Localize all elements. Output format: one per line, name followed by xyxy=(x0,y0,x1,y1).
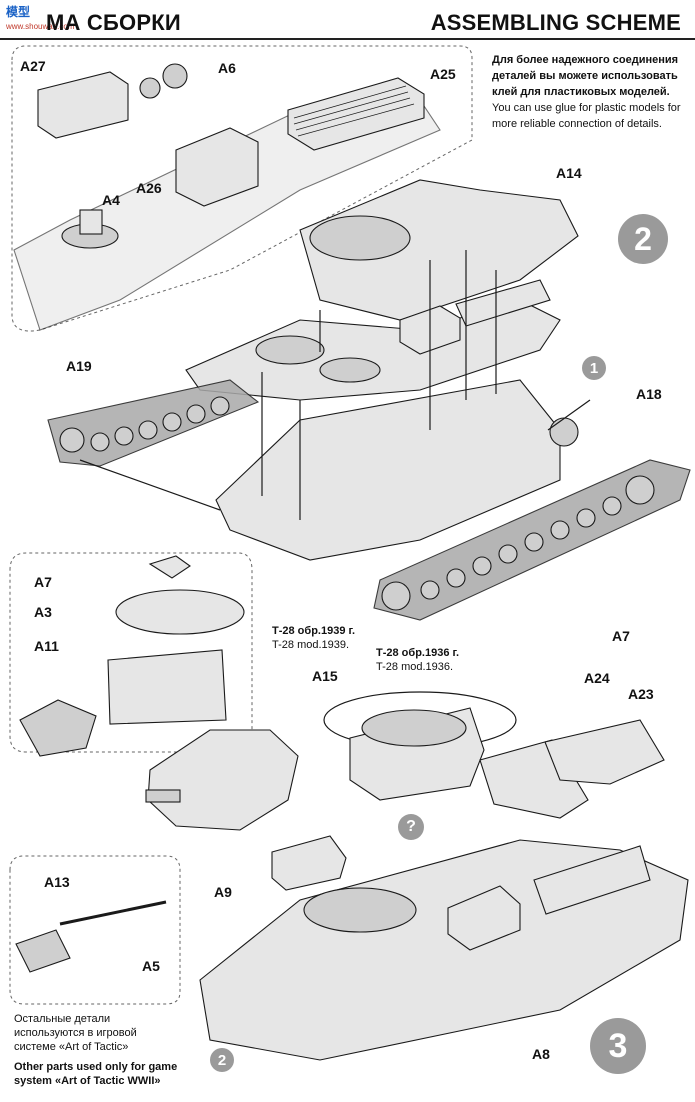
label-a25: A25 xyxy=(430,66,456,82)
glue-note-ru: Для более надежного соединения деталей в… xyxy=(492,52,687,100)
variant-1939-en: T-28 mod.1939. xyxy=(272,639,350,651)
watermark-logo: 模型 xyxy=(6,6,30,18)
hull-radiator-part xyxy=(455,279,551,327)
turret-1939 xyxy=(147,729,299,831)
label-a4: A4 xyxy=(102,192,120,208)
a11-part xyxy=(107,649,227,725)
label-a24: A24 xyxy=(584,670,610,686)
hull-top-detail xyxy=(13,99,441,331)
step-number-3: 3 xyxy=(590,1018,646,1074)
detail-callout-top xyxy=(11,45,473,332)
a4-periscope xyxy=(79,209,103,235)
a6-wheel-1 xyxy=(139,77,161,99)
step3-radiator xyxy=(533,845,651,915)
a23-part xyxy=(544,719,665,785)
a27-part xyxy=(37,71,129,139)
a14-part xyxy=(299,179,579,321)
a6-wheel-2 xyxy=(162,63,188,89)
a26-part xyxy=(175,127,259,207)
glue-note-ru-text: Для более надежного соединения деталей в… xyxy=(492,54,679,98)
hull-turret-ring-2 xyxy=(319,357,381,383)
turret-1936-top xyxy=(361,709,467,747)
a5-part xyxy=(15,929,71,973)
label-a27: A27 xyxy=(20,58,46,74)
step-ref-2: 2 xyxy=(210,1048,234,1072)
a18-drive-sprocket xyxy=(549,417,579,447)
lower-hull xyxy=(215,379,561,561)
variant-1936-en: T-28 mod.1936. xyxy=(376,661,454,673)
header-rule xyxy=(0,38,695,40)
step-ref-1: 1 xyxy=(582,356,606,380)
label-a8: A8 xyxy=(532,1046,550,1062)
detail-callout-mg xyxy=(9,855,181,1005)
a13-barrel xyxy=(59,900,167,926)
label-a11: A11 xyxy=(34,638,59,654)
footnote-en: Other parts used only for game system «A… xyxy=(14,1061,178,1087)
step3-turret-ring xyxy=(303,887,417,933)
label-a7-left: A7 xyxy=(34,574,52,590)
a14-turret-ring xyxy=(309,215,411,261)
label-a19: A19 xyxy=(66,358,92,374)
watermark-text: 模型 xyxy=(6,5,31,19)
label-a3: A3 xyxy=(34,604,52,620)
turret-1939-gun xyxy=(145,789,181,803)
label-a23: A23 xyxy=(628,686,654,702)
label-a14: A14 xyxy=(556,165,582,181)
a9-part xyxy=(271,835,347,891)
variant-1936-ru: Т-28 обр.1936 г. xyxy=(376,647,460,659)
a25-part xyxy=(287,77,425,151)
label-a9: A9 xyxy=(214,884,232,900)
label-a15: A15 xyxy=(312,668,338,684)
header-title-ru: МА СБОРКИ xyxy=(46,10,181,35)
step-number-2: 2 xyxy=(618,214,668,264)
a3-part xyxy=(115,589,245,635)
question-marker: ? xyxy=(398,814,424,840)
header-title-en: ASSEMBLING SCHEME xyxy=(430,10,681,35)
glue-note-en: You can use glue for plastic models for … xyxy=(492,102,681,130)
label-a6: A6 xyxy=(218,60,236,76)
a8-part xyxy=(447,885,521,951)
a7-mg-left xyxy=(148,555,191,579)
label-a7-right: A7 xyxy=(612,628,630,644)
label-a26: A26 xyxy=(136,180,162,196)
hull-turret-ring-1 xyxy=(255,335,325,365)
gun-mantlet-detail xyxy=(19,699,97,757)
watermark-url: www.shouwan.com xyxy=(6,22,75,31)
label-a5: A5 xyxy=(142,958,160,974)
variant-1939-ru: Т-28 обр.1939 г. xyxy=(272,625,356,637)
label-a13: A13 xyxy=(44,874,70,890)
footnote-ru: Остальные детали используются в игровой … xyxy=(14,1013,137,1053)
label-a18: A18 xyxy=(636,386,662,402)
